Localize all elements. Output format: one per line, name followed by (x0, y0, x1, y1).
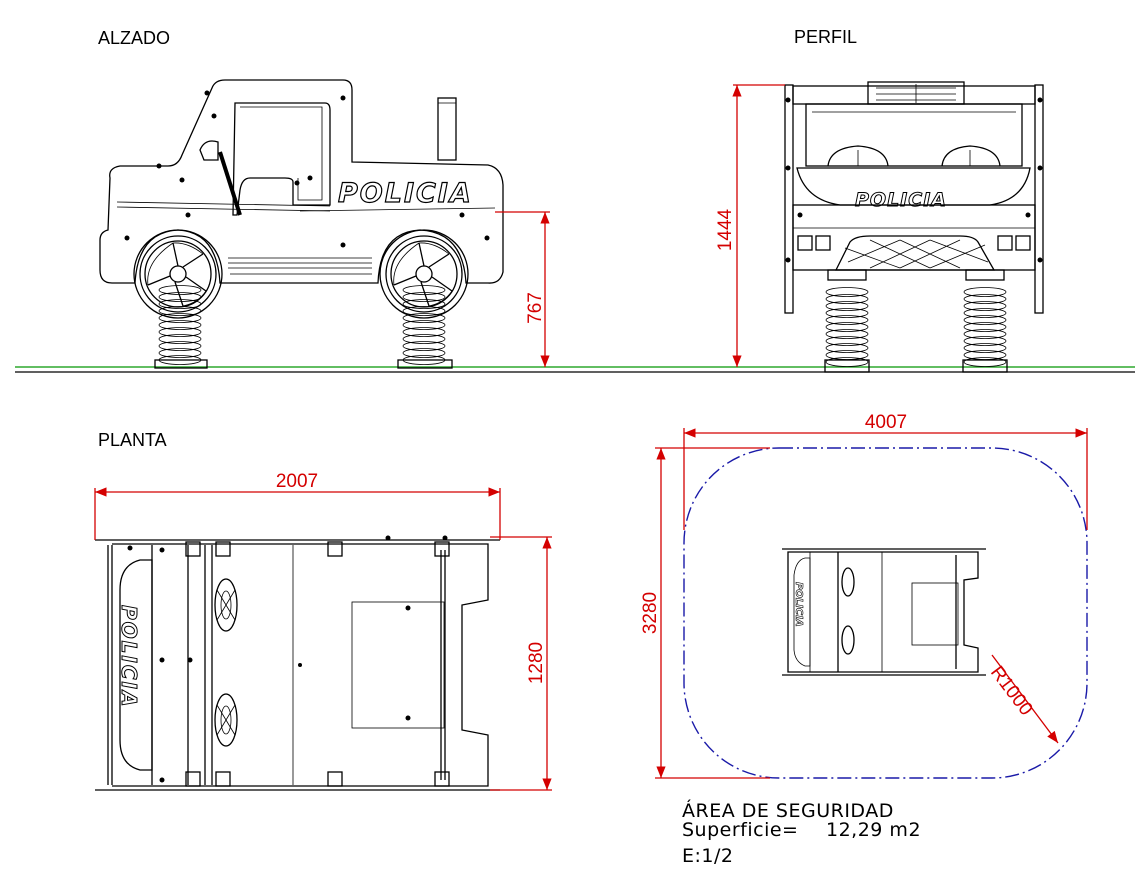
profile-title: PERFIL (794, 27, 857, 47)
safety-area-lettering: POLICIA (793, 582, 804, 627)
safety-area-title: ÁREA DE SEGURIDAD (682, 799, 894, 822)
safety-area-view: POLICIA (655, 428, 1088, 779)
profile-lettering: POLICIA (855, 189, 947, 211)
dim-area-width: 3280 (640, 592, 661, 634)
plan-lettering: POLICIA (117, 605, 141, 708)
elevation-title: ALZADO (98, 28, 170, 48)
safety-area-boundary (683, 447, 1088, 779)
dim-profile-height: 1444 (715, 208, 736, 251)
dim-area-radius: R1000 (986, 662, 1036, 719)
dim-plan-width: 1280 (526, 642, 547, 684)
dim-plan-length: 2007 (276, 471, 318, 492)
ground-line (15, 366, 1135, 373)
elevation-view: POLICIA (99, 79, 550, 369)
scale-label: E:1/2 (682, 845, 733, 867)
surface-label: Superficie= (682, 819, 798, 841)
profile-view: POLICIA (732, 81, 1044, 373)
plan-view: POLICIA (94, 487, 552, 791)
elevation-lettering: POLICIA (338, 178, 473, 209)
safety-area-vehicle: POLICIA (782, 548, 986, 676)
plan-title: PLANTA (98, 430, 167, 450)
dim-area-length: 4007 (865, 412, 907, 433)
surface-value: 12,29 m2 (826, 819, 921, 841)
dim-elevation-height: 767 (525, 292, 546, 324)
